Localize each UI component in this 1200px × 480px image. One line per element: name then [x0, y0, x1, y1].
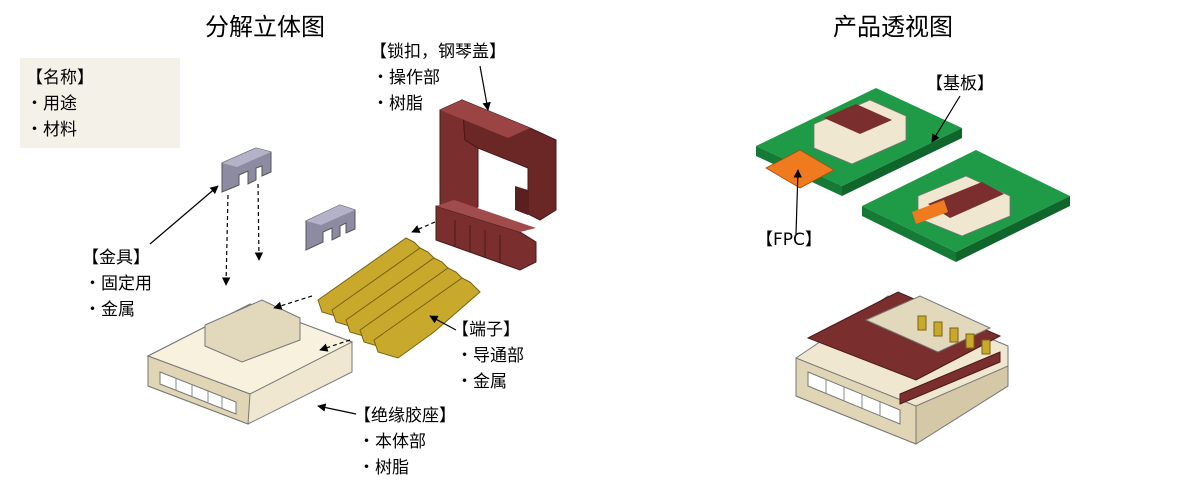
board-leaders: [793, 95, 961, 235]
insulating-housing: [146, 299, 354, 425]
pcb-board-right: [862, 150, 1070, 262]
label-metal-material: ・金属: [84, 300, 135, 320]
lock-piano-cover: [435, 99, 557, 271]
label-lock-material: ・树脂: [372, 94, 423, 114]
label-metal-usage: ・固定用: [84, 274, 152, 294]
label-terminal-name: 【端子】: [452, 320, 520, 340]
label-board-name: 【基板】: [926, 74, 994, 94]
assembled-connector: [795, 291, 1009, 445]
label-terminal-usage: ・导通部: [456, 346, 524, 366]
label-housing-material: ・树脂: [358, 458, 409, 478]
legend-material: ・材料: [26, 120, 77, 140]
title-perspective-view: 产品透视图: [833, 13, 953, 41]
label-lock-usage: ・操作部: [372, 68, 440, 88]
label-fpc-name: 【FPC】: [756, 230, 822, 250]
metal-fitting-lower: [305, 204, 356, 251]
metal-fitting-upper: [221, 147, 272, 193]
title-exploded-view: 分解立体图: [205, 13, 325, 41]
legend-name: 【名称】: [26, 68, 94, 88]
legend-usage: ・用途: [26, 94, 77, 114]
legend-box: [20, 58, 180, 148]
terminals: [317, 237, 481, 359]
label-metal-name: 【金具】: [82, 248, 150, 268]
assembly-arrows: [221, 183, 436, 352]
label-housing-usage: ・本体部: [358, 432, 426, 452]
leader-arrows: [149, 65, 491, 415]
label-housing-name: 【绝缘胶座】: [354, 406, 456, 426]
label-terminal-material: ・金属: [456, 372, 507, 392]
fpc-strip: [765, 149, 835, 189]
label-lock-name: 【锁扣，钢琴盖】: [370, 42, 506, 62]
